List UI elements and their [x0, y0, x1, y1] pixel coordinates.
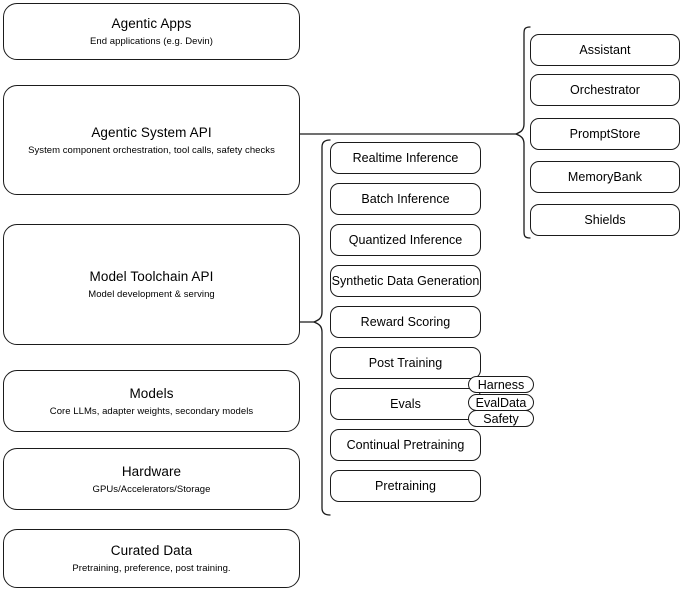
component-label: Pretraining — [375, 479, 436, 493]
stack-layer-agentic-apps[interactable]: Agentic Apps End applications (e.g. Devi… — [3, 3, 300, 60]
eval-subcomponent-safety[interactable]: Safety — [468, 410, 534, 427]
eval-subcomponent-label: EvalData — [475, 395, 527, 410]
toolchain-component-continual-pretraining[interactable]: Continual Pretraining — [330, 429, 481, 461]
system-component-shields[interactable]: Shields — [530, 204, 680, 236]
system-component-memorybank[interactable]: MemoryBank — [530, 161, 680, 193]
component-label: PromptStore — [569, 127, 641, 141]
system-component-promptstore[interactable]: PromptStore — [530, 118, 680, 150]
toolchain-component-batch-inference[interactable]: Batch Inference — [330, 183, 481, 215]
toolchain-component-quantized-inference[interactable]: Quantized Inference — [330, 224, 481, 256]
stack-layer-model-toolchain-api[interactable]: Model Toolchain API Model development & … — [3, 224, 300, 345]
component-label: Assistant — [579, 43, 631, 57]
toolchain-component-reward-scoring[interactable]: Reward Scoring — [330, 306, 481, 338]
toolchain-component-post-training[interactable]: Post Training — [330, 347, 481, 379]
stack-layer-title: Agentic Apps — [111, 16, 192, 31]
stack-layer-title: Agentic System API — [91, 124, 212, 140]
toolchain-component-evals[interactable]: Evals — [330, 388, 481, 420]
stack-layer-title: Model Toolchain API — [89, 269, 214, 284]
stack-layer-subtitle: End applications (e.g. Devin) — [90, 36, 213, 47]
stack-layer-subtitle: Core LLMs, adapter weights, secondary mo… — [49, 405, 254, 417]
stack-layer-hardware[interactable]: Hardware GPUs/Accelerators/Storage — [3, 448, 300, 510]
stack-layer-title: Models — [129, 385, 174, 401]
stack-layer-subtitle: System component orchestration, tool cal… — [28, 144, 275, 156]
component-label: Orchestrator — [569, 83, 641, 97]
stack-layer-subtitle: Pretraining, preference, post training. — [72, 563, 231, 574]
component-label: Batch Inference — [361, 192, 450, 206]
stack-layer-subtitle: GPUs/Accelerators/Storage — [92, 483, 211, 495]
stack-layer-title: Hardware — [121, 463, 182, 479]
component-label: Reward Scoring — [360, 315, 451, 329]
component-label: Quantized Inference — [348, 233, 463, 247]
component-label: MemoryBank — [567, 170, 643, 184]
component-label: Realtime Inference — [352, 151, 459, 165]
toolchain-component-realtime-inference[interactable]: Realtime Inference — [330, 142, 481, 174]
toolchain-component-synthetic-data-generation[interactable]: Synthetic Data Generation — [330, 265, 481, 297]
toolchain-component-pretraining[interactable]: Pretraining — [330, 470, 481, 502]
stack-layer-curated-data[interactable]: Curated Data Pretraining, preference, po… — [3, 529, 300, 588]
stack-layer-models[interactable]: Models Core LLMs, adapter weights, secon… — [3, 370, 300, 432]
component-label: Synthetic Data Generation — [331, 274, 480, 288]
system-component-assistant[interactable]: Assistant — [530, 34, 680, 66]
stack-layer-subtitle: Model development & serving — [88, 289, 215, 300]
eval-subcomponent-label: Harness — [477, 377, 525, 392]
component-label: Shields — [584, 213, 626, 227]
stack-layer-agentic-system-api[interactable]: Agentic System API System component orch… — [3, 85, 300, 195]
component-label: Evals — [390, 397, 421, 411]
component-label: Continual Pretraining — [346, 438, 465, 452]
system-component-orchestrator[interactable]: Orchestrator — [530, 74, 680, 106]
eval-subcomponent-harness[interactable]: Harness — [468, 376, 534, 393]
component-label: Post Training — [368, 356, 443, 370]
eval-subcomponent-evaldata[interactable]: EvalData — [468, 394, 534, 411]
eval-subcomponent-label: Safety — [483, 411, 519, 426]
stack-layer-title: Curated Data — [110, 543, 193, 558]
